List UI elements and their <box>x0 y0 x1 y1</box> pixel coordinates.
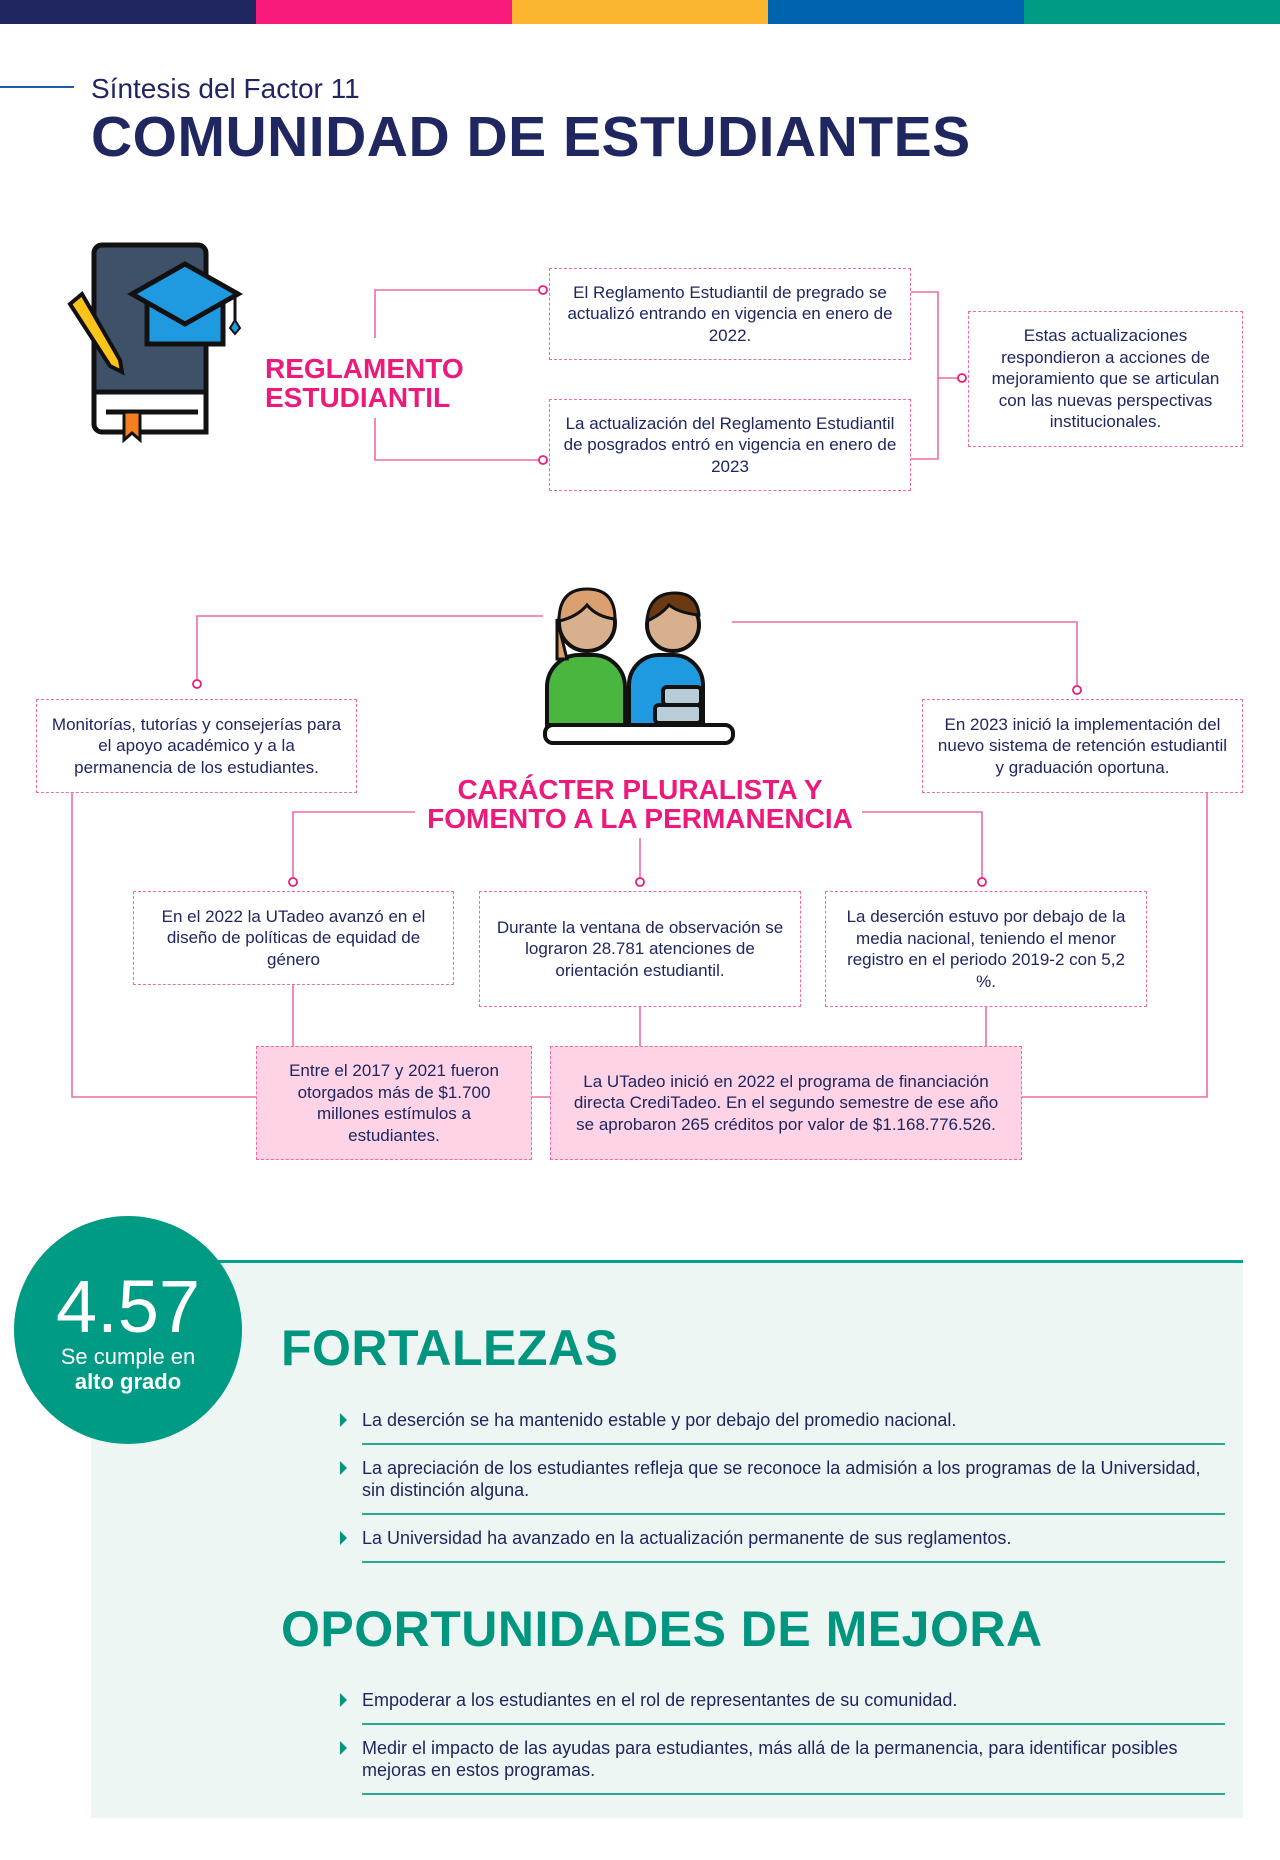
score-badge: 4.57 Se cumple en alto grado <box>14 1216 242 1444</box>
divider <box>362 1443 1225 1445</box>
retencion-box: En 2023 inició la implementación del nue… <box>922 699 1243 793</box>
summary-panel <box>91 1260 1243 1818</box>
bullet-icon <box>340 1531 347 1545</box>
creditadeo-box: La UTadeo inició en 2022 el programa de … <box>550 1046 1022 1160</box>
reglamento-title-line2: ESTUDIANTIL <box>265 382 451 413</box>
oportunidad-item: Empoderar a los estudiantes en el rol de… <box>340 1689 1225 1711</box>
posgrado-box: La actualización del Reglamento Estudian… <box>549 399 911 491</box>
divider <box>362 1561 1225 1563</box>
score-label-line1: Se cumple en <box>60 1344 196 1369</box>
fortaleza-item: La deserción se ha mantenido estable y p… <box>340 1409 1225 1431</box>
bullet-icon <box>340 1413 347 1427</box>
color-bar-yellow <box>512 0 768 24</box>
oportunidades-title: OPORTUNIDADES DE MEJORA <box>281 1601 1043 1657</box>
color-bar-teal <box>1024 0 1280 24</box>
reglamento-title: REGLAMENTO ESTUDIANTIL <box>265 354 464 412</box>
color-bar-navy <box>0 0 256 24</box>
color-bar-blue <box>768 0 1024 24</box>
book-graduation-cap-icon <box>67 242 244 444</box>
pregrado-box: El Reglamento Estudiantil de pregrado se… <box>549 268 911 360</box>
oportunidad-item: Medir el impacto de las ayudas para estu… <box>340 1737 1225 1781</box>
estimulos-box: Entre el 2017 y 2021 fueron otorgados má… <box>256 1046 532 1160</box>
fortaleza-item: La Universidad ha avanzado en la actuali… <box>340 1527 1225 1549</box>
desercion-box: La deserción estuvo por debajo de la med… <box>825 891 1147 1007</box>
divider <box>362 1793 1225 1795</box>
page-subtitle: Síntesis del Factor 11 <box>91 73 360 104</box>
header-rule <box>0 86 74 88</box>
monitorias-box: Monitorías, tutorías y consejerías para … <box>36 699 357 793</box>
score-label-line2: alto grado <box>74 1369 182 1394</box>
reglamento-title-line1: REGLAMENTO <box>265 353 464 384</box>
pluralista-title-line1: CARÁCTER PLURALISTA Y <box>457 774 823 805</box>
divider <box>362 1723 1225 1725</box>
students-icon <box>543 587 735 745</box>
result-box: Estas actualizaciones respondieron a acc… <box>968 311 1243 447</box>
bullet-icon <box>340 1461 347 1475</box>
fortaleza-item: La apreciación de los estudiantes reflej… <box>340 1457 1225 1501</box>
page-title: COMUNIDAD DE ESTUDIANTES <box>91 105 971 169</box>
fortalezas-title: FORTALEZAS <box>281 1320 619 1376</box>
score-value: 4.57 <box>55 1265 201 1348</box>
divider <box>362 1513 1225 1515</box>
pluralista-title-line2: FOMENTO A LA PERMANENCIA <box>427 803 853 834</box>
orientacion-box: Durante la ventana de observación se log… <box>479 891 801 1007</box>
bullet-icon <box>340 1741 347 1755</box>
equidad-box: En el 2022 la UTadeo avanzó en el diseño… <box>133 891 454 985</box>
pluralista-title: CARÁCTER PLURALISTA Y FOMENTO A LA PERMA… <box>0 775 1280 833</box>
bullet-icon <box>340 1693 347 1707</box>
color-bar-pink <box>256 0 512 24</box>
